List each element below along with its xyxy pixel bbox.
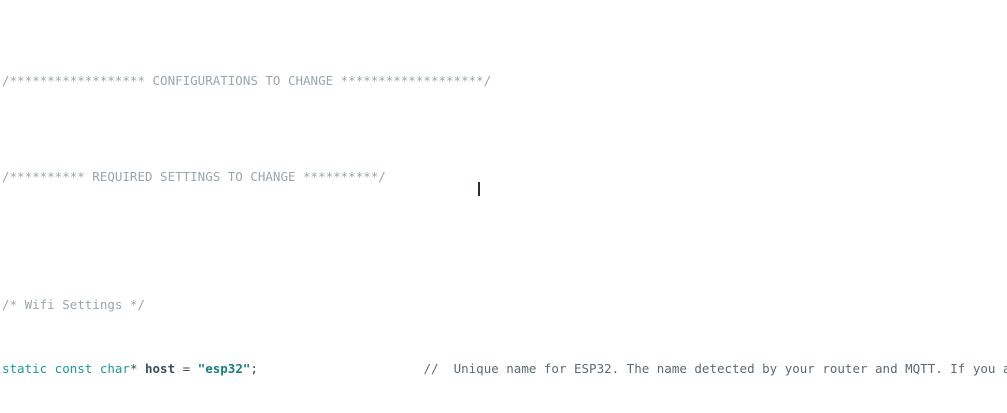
code-line-comment-wifi: /* Wifi Settings */: [2, 297, 1007, 313]
code-line-wifi-host: static const char* host = "esp32"; // Un…: [2, 361, 1007, 377]
gutter-pad: [258, 361, 424, 376]
text-caret: [478, 182, 480, 196]
string-host-value: "esp32": [197, 361, 251, 376]
comment-banner-required: /********** REQUIRED SETTINGS TO CHANGE …: [2, 169, 386, 184]
semicolon: ;: [250, 361, 258, 376]
assign-op: =: [175, 361, 198, 376]
code-content[interactable]: /****************** CONFIGURATIONS TO CH…: [2, 9, 1007, 413]
keywords: static const char: [2, 361, 130, 376]
code-line-blank: [2, 121, 1007, 137]
code-line-banner-required: /********** REQUIRED SETTINGS TO CHANGE …: [2, 169, 1007, 185]
comment-host: // Unique name for ESP32. The name detec…: [423, 361, 1007, 376]
comment-banner-configurations: /****************** CONFIGURATIONS TO CH…: [2, 73, 492, 88]
identifier-host: host: [145, 361, 176, 376]
code-line-blank: [2, 217, 1007, 233]
code-line-banner-configurations: /****************** CONFIGURATIONS TO CH…: [2, 73, 1007, 89]
pointer-star: *: [129, 361, 138, 376]
comment-wifi-settings: /* Wifi Settings */: [2, 297, 145, 312]
